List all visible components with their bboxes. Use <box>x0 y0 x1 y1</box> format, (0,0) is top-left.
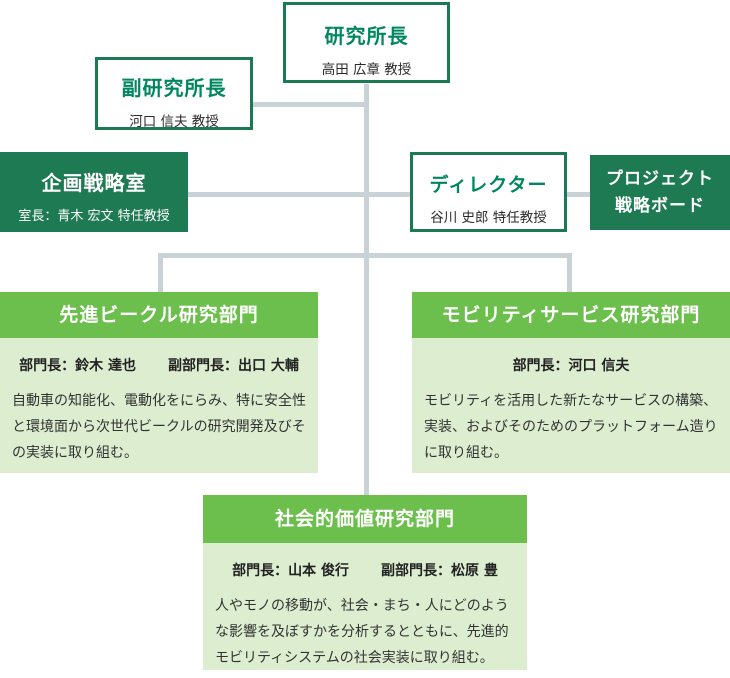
connector-dept-stub-right <box>567 253 572 293</box>
node-title-line1: プロジェクト <box>606 169 714 189</box>
dept-description: モビリティを活用した新たなサービスの構築、実装、およびそのためのプラットフォーム… <box>424 393 718 461</box>
dept-body: 部門長：山本 俊行 副部門長：松原 豊 人やモノの移動が、社会・まち・人にどのよ… <box>203 543 527 670</box>
node-title: 企画戦略室 <box>41 171 147 195</box>
node-title: 副研究所長 <box>121 76 227 100</box>
node-title-line2: 戦略ボード <box>615 196 705 216</box>
dept-leaders: 部門長：鈴木 達也 副部門長：出口 大輔 <box>12 355 306 375</box>
node-deputy-director-general: 副研究所長 河口 信夫 教授 <box>95 57 253 130</box>
dept-head: 部門長：山本 俊行 <box>232 563 349 579</box>
dept-social-value: 社会的価値研究部門 部門長：山本 俊行 副部門長：松原 豊 人やモノの移動が、社… <box>203 495 527 670</box>
node-director: ディレクター 谷川 史郎 特任教授 <box>410 152 567 232</box>
dept-head: 部門長：河口 信夫 <box>512 358 630 374</box>
dept-deputy-head: 副部門長：松原 豊 <box>381 563 498 579</box>
node-title: 研究所長 <box>324 24 409 48</box>
node-person: 河口 信夫 教授 <box>129 114 219 130</box>
dept-title: モビリティサービス研究部門 <box>412 292 730 338</box>
node-title: ディレクター <box>429 174 548 196</box>
node-planning-strategy-office: 企画戦略室 室長：青木 宏文 特任教授 <box>0 152 188 232</box>
dept-deputy-head: 副部門長：出口 大輔 <box>168 358 299 374</box>
dept-head: 部門長：鈴木 達也 <box>19 358 136 374</box>
dept-advanced-vehicle: 先進ビークル研究部門 部門長：鈴木 達也 副部門長：出口 大輔 自動車の知能化、… <box>0 292 318 473</box>
dept-body: 部門長：河口 信夫 モビリティを活用した新たなサービスの構築、実装、およびそのた… <box>412 338 730 473</box>
connector-departments-horizontal <box>158 253 572 258</box>
connector-dept-stub-left <box>158 253 163 293</box>
node-person: 高田 広章 教授 <box>321 62 412 78</box>
dept-leaders: 部門長：山本 俊行 副部門長：松原 豊 <box>215 560 515 580</box>
dept-mobility-services: モビリティサービス研究部門 部門長：河口 信夫 モビリティを活用した新たなサービ… <box>412 292 730 473</box>
dept-title: 社会的価値研究部門 <box>203 495 527 543</box>
node-person: 室長：青木 宏文 特任教授 <box>18 209 170 224</box>
connector-director-board <box>565 192 592 197</box>
dept-body: 部門長：鈴木 達也 副部門長：出口 大輔 自動車の知能化、電動化をにらみ、特に安… <box>0 338 318 473</box>
node-director-general: 研究所長 高田 広章 教授 <box>283 2 450 83</box>
node-project-strategy-board: プロジェクト 戦略ボード <box>590 155 730 230</box>
connector-center-vertical <box>364 84 369 495</box>
dept-description: 自動車の知能化、電動化をにらみ、特に安全性と環境面から次世代ビークルの研究開発及… <box>12 393 306 461</box>
node-person: 谷川 史郎 特任教授 <box>430 210 547 226</box>
dept-title: 先進ビークル研究部門 <box>0 292 318 338</box>
dept-description: 人やモノの移動が、社会・まち・人にどのような影響を及ぼすかを分析するとともに、先… <box>215 598 509 666</box>
connector-deputy-horizontal <box>251 102 366 107</box>
dept-leaders: 部門長：河口 信夫 <box>424 355 718 375</box>
connector-office-director <box>186 192 412 197</box>
